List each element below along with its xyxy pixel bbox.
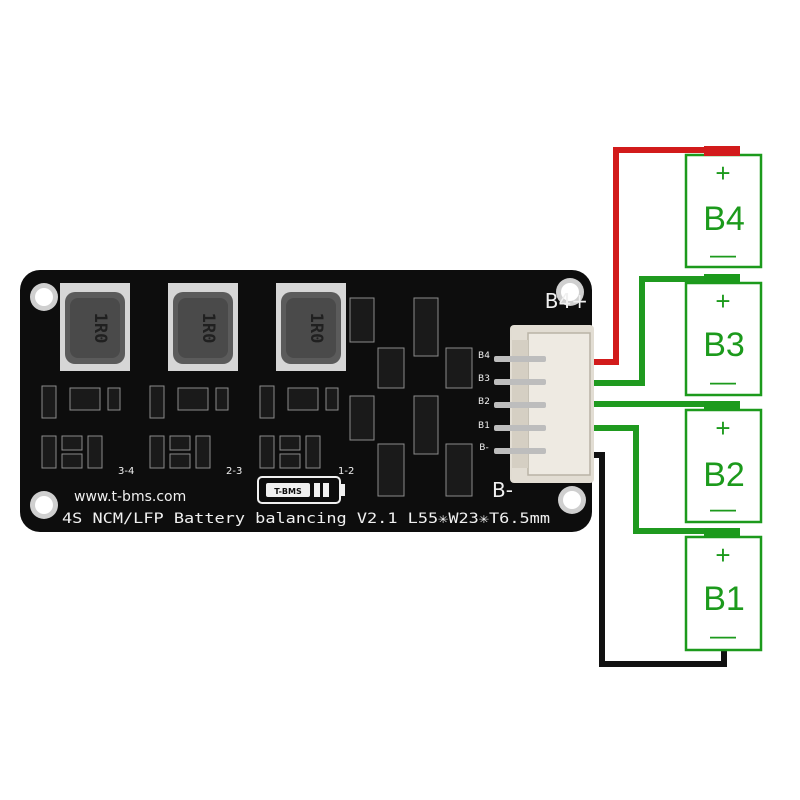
smd-components <box>41 297 473 497</box>
pin-label: B3 <box>478 374 490 384</box>
mounting-hole <box>556 278 584 306</box>
mounting-hole <box>558 486 586 514</box>
t-bms-logo: T-BMS <box>257 476 345 504</box>
wire-b1 <box>590 425 740 534</box>
mounting-hole <box>30 283 58 311</box>
silk-b-minus: B- <box>492 478 513 502</box>
cell-plus-sign: + <box>715 413 730 443</box>
pin-label: B4 <box>478 351 490 361</box>
cell-label: B1 <box>703 580 745 618</box>
battery-cell-b2: + B2 — <box>684 401 763 524</box>
cell-minus-sign: — <box>710 239 736 269</box>
inductor-label: 1R0 <box>198 313 218 344</box>
cell-minus-sign: — <box>710 493 736 523</box>
battery-cell-b1: + B1 — <box>684 528 763 652</box>
website-label: www.t-bms.com <box>74 489 186 505</box>
connector-pin <box>494 448 546 454</box>
inductor: 1R0 <box>60 283 130 371</box>
wire-b-negative <box>590 452 727 667</box>
battery-cell-b4: + B4 — <box>684 146 763 269</box>
cell-minus-sign: — <box>710 620 736 650</box>
battery-cell-b3: + B3 — <box>684 274 763 397</box>
cell-label: B2 <box>703 456 745 494</box>
pcb-board: 1R0 1R0 1R0 B4+ B- <box>20 270 594 532</box>
silk-b4-plus: B4+ <box>545 289 588 313</box>
balance-connector <box>494 325 594 483</box>
inductor: 1R0 <box>168 283 238 371</box>
wiring <box>590 147 740 667</box>
cell-label: B3 <box>703 326 745 364</box>
cell-plus-sign: + <box>715 158 730 188</box>
connector-pin <box>494 402 546 408</box>
mounting-hole <box>30 491 58 519</box>
board-title: 4S NCM/LFP Battery balancing V2.1 L55✳W2… <box>62 511 550 527</box>
cell-plus-sign: + <box>715 286 730 316</box>
cell-label: B4 <box>703 200 745 238</box>
pin-label: B1 <box>478 421 490 431</box>
inductor: 1R0 <box>276 283 346 371</box>
wire-b4-positive <box>590 147 740 365</box>
section-label: 2-3 <box>226 466 242 477</box>
inductor-label: 1R0 <box>306 313 326 344</box>
logo-text: T-BMS <box>274 487 302 496</box>
cell-minus-sign: — <box>710 366 736 396</box>
battery-stack: + B4 — + B3 — + B2 — + B1 — <box>684 146 763 652</box>
cell-plus-sign: + <box>715 540 730 570</box>
connector-pin <box>494 379 546 385</box>
connector-pin <box>494 356 546 362</box>
inductor-label: 1R0 <box>90 313 110 344</box>
section-label: 3-4 <box>118 466 134 477</box>
wire-b3 <box>590 276 740 386</box>
section-label: 1-2 <box>338 466 354 477</box>
pin-label: B2 <box>478 397 490 407</box>
pin-label: B- <box>479 443 488 453</box>
connector-pin <box>494 425 546 431</box>
